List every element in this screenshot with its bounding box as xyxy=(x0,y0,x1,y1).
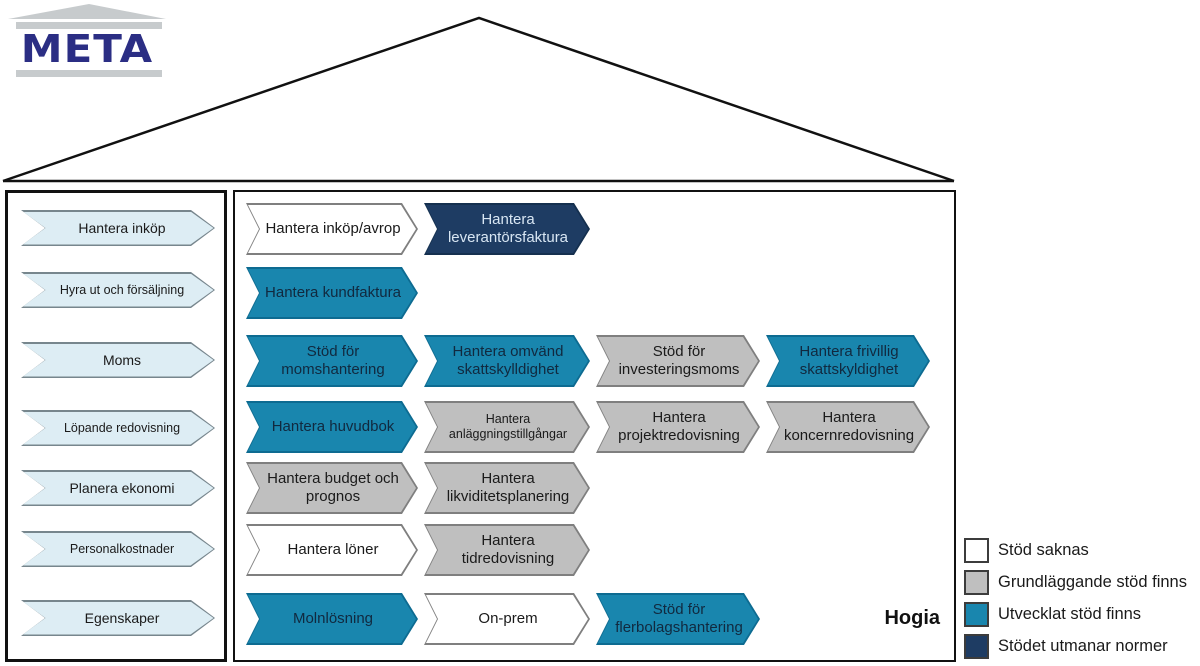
capability-label: Hantera löner xyxy=(287,540,379,558)
chevron-shape xyxy=(246,593,418,645)
sidebar-item: Hantera inköp xyxy=(21,210,215,246)
legend-label: Utvecklat stöd finns xyxy=(998,604,1142,623)
meta-logo-text: META xyxy=(20,25,154,72)
sidebar-arrow-shape xyxy=(21,531,215,567)
sidebar-arrow-shape xyxy=(21,342,215,378)
capability-chevron: Hantera projektredovisning xyxy=(596,401,760,453)
legend-item: Grundläggande stöd finns xyxy=(964,569,1187,595)
sidebar-item-label: Löpande redovisning xyxy=(63,421,181,435)
sidebar-item-label: Personalkostnader xyxy=(69,542,175,556)
capability-chevron: Hantera likviditetsplanering xyxy=(424,462,590,514)
sidebar-item-label: Planera ekonomi xyxy=(69,480,175,496)
sidebar-item: Planera ekonomi xyxy=(21,470,215,506)
legend-swatch xyxy=(964,633,989,659)
capability-label: Hantera tidredovisning xyxy=(461,531,555,567)
chevron-shape xyxy=(424,462,590,514)
sidebar-arrow-shape xyxy=(21,470,215,506)
sidebar-arrow-shape xyxy=(21,210,215,246)
capability-chevron: Hantera kundfaktura xyxy=(246,267,418,319)
capability-label: Stöd för momshantering xyxy=(281,342,385,378)
capability-label: Hantera likviditetsplanering xyxy=(446,469,570,505)
capability-label: Hantera leverantörsfaktura xyxy=(447,210,569,246)
capability-chevron: Hantera koncernredovisning xyxy=(766,401,930,453)
sidebar-item: Personalkostnader xyxy=(21,531,215,567)
capability-label: Hantera anläggningstillgångar xyxy=(448,411,568,441)
chevron-shape xyxy=(596,335,760,387)
chevron-shape xyxy=(246,401,418,453)
capability-label: Hantera projektredovisning xyxy=(618,408,740,444)
sidebar-arrow-shape xyxy=(21,410,215,446)
chevron-shape xyxy=(424,401,590,453)
sidebar-item-label: Moms xyxy=(102,352,142,368)
capability-chevron: Hantera frivillig skattskyldighet xyxy=(766,335,930,387)
legend-item: Stödet utmanar normer xyxy=(964,633,1168,659)
capability-map: Hantera inköp/avrop Hantera leverantörsfa… xyxy=(233,190,956,662)
chevron-shape xyxy=(246,267,418,319)
legend-item: Stöd saknas xyxy=(964,537,1089,563)
chevron-shape xyxy=(246,335,418,387)
legend-swatch xyxy=(964,537,989,563)
legend-label: Stöd saknas xyxy=(998,540,1089,559)
chevron-shape xyxy=(424,593,590,645)
capability-label: Stöd för investeringsmoms xyxy=(618,342,740,378)
capability-label: On-prem xyxy=(478,609,538,627)
capability-chevron: Hantera inköp/avrop xyxy=(246,203,418,255)
legend-label: Stödet utmanar normer xyxy=(998,636,1168,655)
chevron-shape xyxy=(596,593,760,645)
sidebar-item: Hyra ut och försäljning xyxy=(21,272,215,308)
capability-label: Hantera frivillig skattskyldighet xyxy=(799,342,899,378)
legend-item: Utvecklat stöd finns xyxy=(964,601,1141,627)
capability-label: Hantera huvudbok xyxy=(271,417,395,435)
sidebar-item-label: Egenskaper xyxy=(84,610,160,626)
legend-swatch xyxy=(964,569,989,595)
capability-label: Molnlösning xyxy=(292,609,374,627)
capability-chevron: Hantera budget och prognos xyxy=(246,462,418,514)
sidebar-arrow-shape xyxy=(21,600,215,636)
chevron-shape xyxy=(246,203,418,255)
sidebar-item-label: Hyra ut och försäljning xyxy=(59,283,185,297)
chevron-shape xyxy=(246,524,418,576)
sidebar-item-label: Hantera inköp xyxy=(78,220,166,236)
capability-chevron: Hantera anläggningstillgångar xyxy=(424,401,590,453)
chevron-shape xyxy=(424,203,590,255)
capability-label: Stöd för flerbolagshantering xyxy=(615,600,743,636)
capability-chevron: On-prem xyxy=(424,593,590,645)
chevron-shape xyxy=(766,401,930,453)
meta-logo-building-icon xyxy=(8,4,166,77)
chevron-shape xyxy=(424,524,590,576)
capability-chevron: Hantera tidredovisning xyxy=(424,524,590,576)
legend-label: Grundläggande stöd finns xyxy=(998,572,1187,591)
capability-chevron: Hantera omvänd skattskylldighet xyxy=(424,335,590,387)
sidebar-item: Moms xyxy=(21,342,215,378)
vendor-label: Hogia xyxy=(884,607,940,629)
meta-logo: META xyxy=(6,2,168,80)
capability-chevron: Hantera leverantörsfaktura xyxy=(424,203,590,255)
chevron-shape xyxy=(766,335,930,387)
capability-label: Hantera omvänd skattskylldighet xyxy=(452,342,564,378)
capability-label: Hantera inköp/avrop xyxy=(265,219,401,237)
sidebar-item: Egenskaper xyxy=(21,600,215,636)
capability-chevron: Stöd för investeringsmoms xyxy=(596,335,760,387)
capability-label: Hantera kundfaktura xyxy=(265,283,401,301)
chevron-shape xyxy=(246,462,418,514)
sidebar-item: Löpande redovisning xyxy=(21,410,215,446)
chevron-shape xyxy=(596,401,760,453)
capability-label: Hantera budget och prognos xyxy=(267,469,399,505)
chevron-shape xyxy=(424,335,590,387)
capability-chevron: Stöd för flerbolagshantering xyxy=(596,593,760,645)
capability-label: Hantera koncernredovisning xyxy=(783,408,915,444)
capability-chevron: Stöd för momshantering xyxy=(246,335,418,387)
capability-chevron: Hantera löner xyxy=(246,524,418,576)
sidebar-arrow-shape xyxy=(21,272,215,308)
legend-swatch xyxy=(964,601,989,627)
capability-chevron: Hantera huvudbok xyxy=(246,401,418,453)
capability-chevron: Molnlösning xyxy=(246,593,418,645)
